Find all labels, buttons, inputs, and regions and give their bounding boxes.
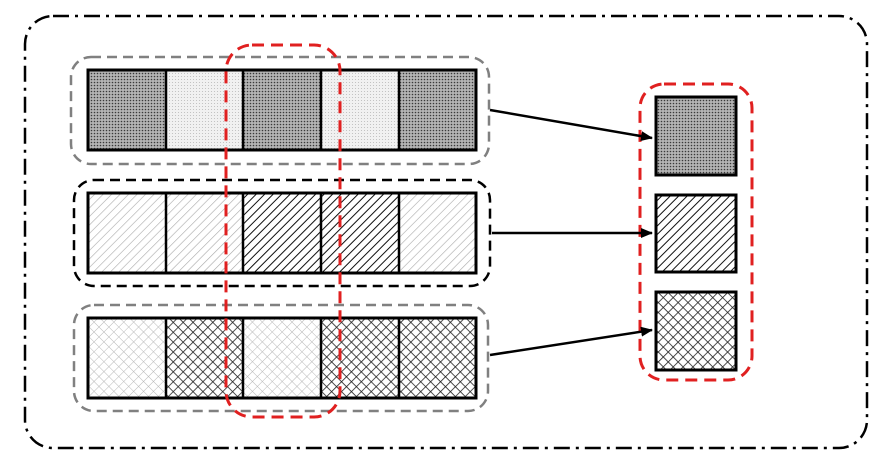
cell-hatched-1 [88,193,166,273]
cell-dotted-5 [399,70,476,150]
cell-hatched-3 [243,193,321,273]
row-crosshatched-border [86,316,478,400]
row-group-frame-hatched [72,178,492,288]
cell-hatched-5 [399,193,476,273]
row-group-frame-crosshatched [72,303,490,413]
output-hatched [654,193,738,274]
arrow-crosshatched [489,326,653,357]
cell-dotted-2 [166,70,243,150]
row-dotted [86,68,478,152]
output-crosshatched [654,290,738,372]
row-hatched-border [86,191,478,275]
cell-dotted-3 [243,70,321,150]
row-hatched [86,191,478,275]
highlighted-column-frame [224,43,342,419]
cell-crosshatched-5 [399,318,476,398]
row-dotted-border [86,68,478,152]
cell-crosshatched-1 [88,318,166,398]
cell-hatched-2 [166,193,243,273]
cell-crosshatched-3 [243,318,321,398]
row-group-frame-dotted [69,55,491,166]
cell-dotted-4 [321,70,399,150]
cell-crosshatched-2 [166,318,243,398]
output-dotted [654,95,738,177]
cell-hatched-4 [321,193,399,273]
row-crosshatched [86,316,478,400]
arrow-dotted [489,108,653,142]
cell-dotted-1 [88,70,166,150]
cell-crosshatched-4 [321,318,399,398]
outer-frame [23,14,869,450]
